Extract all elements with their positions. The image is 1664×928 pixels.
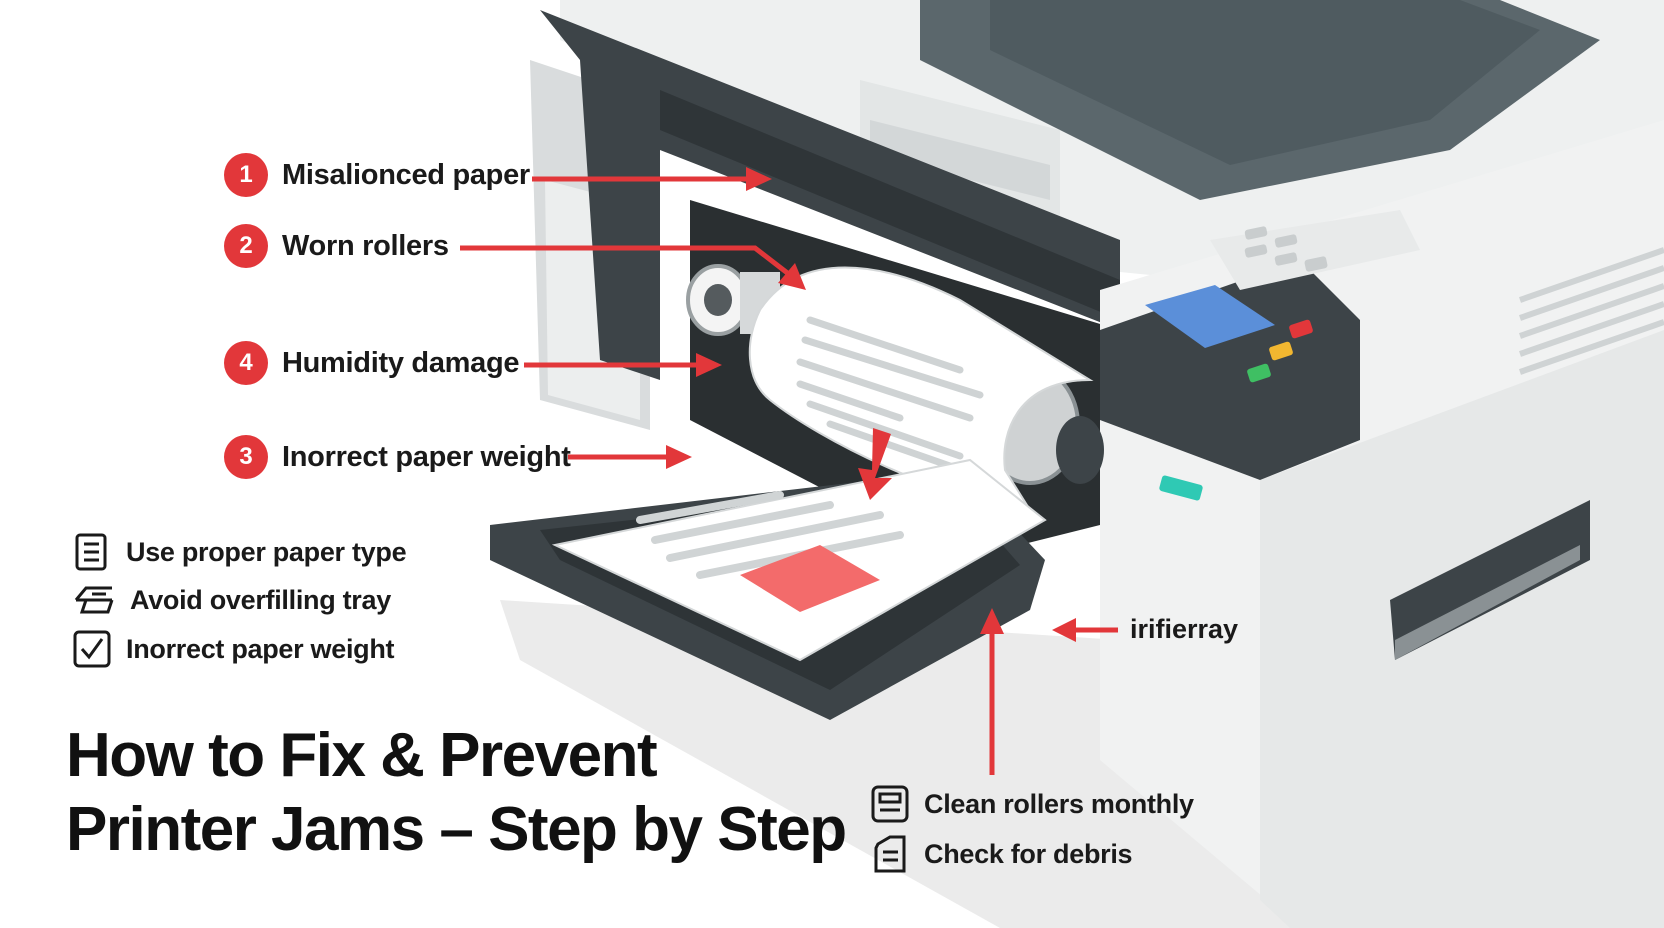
status-led-yellow: [1269, 341, 1293, 361]
tray-paper-icon: [74, 586, 114, 614]
output-slot: [870, 120, 1050, 200]
cause-item: 4 Humidity damage: [224, 340, 520, 386]
cause-number-badge: 4: [224, 341, 268, 385]
panel-keys: [1244, 226, 1328, 272]
roller-left-hub: [704, 284, 732, 316]
cause-number-badge: 3: [224, 435, 268, 479]
cause-label: Inorrect paper weight: [282, 440, 571, 473]
paper-red-block: [740, 545, 880, 612]
page-title-line-2: Printer Jams – Step by Step: [66, 795, 847, 864]
document-list-icon: [75, 533, 107, 571]
touch-screen: [1145, 285, 1275, 348]
vent-grille: [1519, 247, 1664, 375]
cause-number-badge: 2: [224, 224, 268, 268]
cause-label: Misalionced paper: [282, 158, 530, 191]
tip-label: Use proper paper type: [126, 536, 407, 567]
cause-item: 2 Worn rollers: [224, 223, 449, 269]
jam-down-arrow: [858, 428, 892, 500]
status-led-red: [1289, 319, 1313, 339]
tip-label: Avoid overfilling tray: [130, 584, 391, 615]
band-shadow: [660, 90, 1120, 320]
control-panel-top: [1210, 210, 1420, 290]
status-led-green: [1247, 363, 1271, 383]
tray-label: irifierray: [1130, 614, 1239, 644]
cause-item: 3 Inorrect paper weight: [224, 434, 571, 480]
printer-right-face: [1260, 330, 1664, 928]
page-title-line-1: How to Fix & Prevent: [66, 721, 658, 790]
document-edit-icon: [874, 835, 906, 873]
cause-label: Humidity damage: [282, 346, 520, 379]
tip-item: Clean rollers monthly: [870, 782, 1194, 826]
tip-item: Check for debris: [870, 832, 1133, 876]
checkbox-icon: [73, 630, 111, 668]
status-indicator-teal: [1159, 475, 1203, 501]
paper-text-lines: [796, 316, 984, 470]
tip-label: Check for debris: [924, 838, 1133, 869]
tip-label: Clean rollers monthly: [924, 788, 1194, 819]
indicator-arrows: [460, 176, 1118, 775]
tip-label: Inorrect paper weight: [126, 633, 395, 664]
cause-label: Worn rollers: [282, 229, 449, 262]
tip-item: Avoid overfilling tray: [72, 578, 391, 622]
cause-number-badge: 1: [224, 153, 268, 197]
roller-right-hub: [1056, 416, 1104, 484]
tip-item: Inorrect paper weight: [72, 627, 395, 671]
cause-item: 1 Misalionced paper: [224, 152, 530, 198]
arrowheads: [666, 167, 1076, 642]
tip-item: Use proper paper type: [72, 530, 407, 574]
roller-document-icon: [871, 785, 909, 823]
side-slot-shadow: [1395, 545, 1580, 660]
scanner-glass-inner: [990, 0, 1540, 165]
